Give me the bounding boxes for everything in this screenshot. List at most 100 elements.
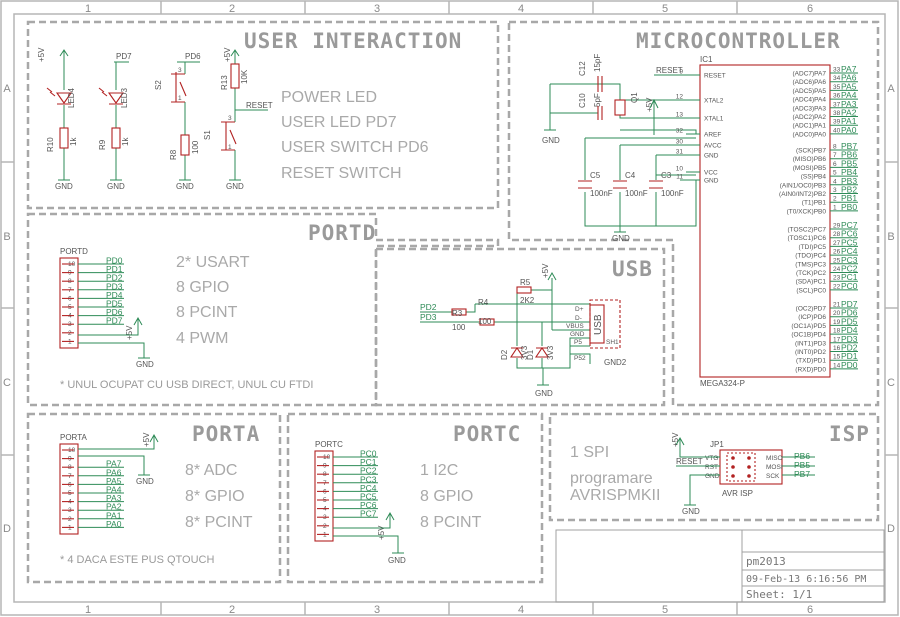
d2-value: 3V3 bbox=[520, 345, 529, 360]
ic1-right-pin-num: 37 bbox=[833, 101, 841, 108]
ic1-right-pin-net: PD7 bbox=[841, 299, 858, 309]
ic1-right-pin-net: PB5 bbox=[841, 158, 857, 168]
porta-box bbox=[26, 412, 282, 584]
ic1-right-pin-num: 35 bbox=[833, 84, 841, 91]
r8-value: 100 bbox=[191, 140, 200, 154]
r13-label: R13 bbox=[220, 75, 229, 90]
q1-label: Q1 bbox=[630, 92, 639, 103]
usb-net-pd2: PD2 bbox=[420, 302, 437, 312]
ic1-right-pin-name: (ADC4)PA4 bbox=[793, 97, 827, 104]
ic1-left-pin-name: VCC bbox=[704, 170, 718, 177]
ic1-right-pin-net: PC1 bbox=[841, 272, 858, 282]
portd-gnd: GND bbox=[136, 360, 154, 369]
isp-pin-sck: SCK bbox=[766, 473, 780, 480]
col-label-3: 3 bbox=[374, 3, 380, 15]
col-label-4: 4 bbox=[518, 3, 524, 15]
ic1-right-pin-net: PA6 bbox=[841, 73, 857, 83]
ic1-right-pin-net: PC7 bbox=[841, 220, 858, 230]
ic1-right-pin-num: 26 bbox=[833, 249, 841, 256]
header-pin-net: PD1 bbox=[106, 264, 123, 274]
ic1-right-pin-net: PA3 bbox=[841, 99, 857, 109]
header-pin-net: PA5 bbox=[106, 476, 122, 486]
ic1-right-pin-num: 5 bbox=[833, 170, 837, 177]
porta-note: * 4 DACA ESTE PUS QTOUCH bbox=[60, 554, 215, 566]
ui-line-2: USER LED PD7 bbox=[281, 114, 397, 131]
c3-label: C3 bbox=[661, 171, 672, 180]
crystal-caps: C12 15pF C10 5pF Q1 GND +5V RESET bbox=[542, 54, 697, 145]
ic1-right-pin-num: 14 bbox=[833, 362, 841, 369]
ic1-left-pin-num: 11 bbox=[676, 174, 683, 181]
ic1-right-pin-num: 8 bbox=[833, 144, 837, 151]
ic1-right-pin-name: (T0/XCK)PB0 bbox=[787, 208, 827, 215]
user-interaction-title: USER INTERACTION bbox=[244, 29, 462, 53]
ic1-left-pin-name: GND bbox=[704, 153, 719, 160]
ic1-right-pin-num: 18 bbox=[833, 328, 841, 335]
ic1-right-pin-net: PA0 bbox=[841, 125, 857, 135]
col-label-5-bottom: 5 bbox=[662, 604, 668, 616]
header-pin-net: PD2 bbox=[106, 273, 123, 283]
portc-line-1: 1 I2C bbox=[420, 462, 458, 479]
ic1-right-pin-num: 7 bbox=[833, 152, 837, 159]
ic1-right-pin-name: (ADC1)PA1 bbox=[793, 123, 827, 130]
d1-label: D1 bbox=[526, 349, 535, 360]
ic1-right-pin-net: PC4 bbox=[841, 246, 858, 256]
ic1-left-pin-num: 12 bbox=[676, 94, 684, 101]
ic1-right-pin-name: (INT0)PD2 bbox=[795, 349, 826, 356]
porta-line-3: 8* PCINT bbox=[185, 514, 253, 531]
ic1-right-pin-name: (SCK)PB7 bbox=[796, 148, 826, 155]
s2-pin-b: 1 bbox=[178, 95, 182, 102]
header-pin-net: PC6 bbox=[360, 500, 377, 510]
reset-branch: +5V R13 10K RESET 3 1 S1 GND bbox=[203, 47, 273, 191]
ic1-right-pin-net: PB4 bbox=[841, 167, 857, 177]
ic1-right-pin-net: PA4 bbox=[841, 90, 857, 100]
ic1-right-pin-net: PC6 bbox=[841, 229, 858, 239]
r3-value: 100 bbox=[452, 323, 466, 332]
row-label-b-right: B bbox=[887, 231, 894, 243]
s1-pin-a: 3 bbox=[228, 115, 232, 122]
isp-pin-rst: RST bbox=[705, 464, 718, 471]
row-label-d: D bbox=[3, 523, 11, 535]
usb-box bbox=[374, 247, 666, 407]
portd-line-3: 8 PCINT bbox=[176, 304, 238, 321]
r4-label: R4 bbox=[478, 298, 489, 307]
reset-net-label: RESET bbox=[246, 101, 273, 110]
isp-pin-mosi: MOSI bbox=[766, 464, 783, 471]
portd-line-2: 8 GPIO bbox=[176, 279, 229, 296]
portc-gnd: GND bbox=[388, 556, 406, 565]
ic1-right-pin-name: (ADC0)PA0 bbox=[793, 131, 827, 138]
ic1-right-pin-net: PB7 bbox=[841, 141, 857, 151]
portd-line-4: 4 PWM bbox=[176, 330, 228, 347]
c5-value: 100nF bbox=[590, 189, 613, 198]
led4-branch: +5V LED4 R10 1k GND bbox=[37, 47, 78, 191]
col-label-1-bottom: 1 bbox=[85, 604, 91, 616]
ic1-right-pin-name: (SS)PB4 bbox=[801, 174, 827, 181]
isp-net-pb6: PB6 bbox=[794, 451, 810, 461]
ic1-left-pin-name: XTAL1 bbox=[704, 116, 724, 123]
ic1-right-pin-net: PD0 bbox=[841, 360, 858, 370]
ic1-right-pin-num: 20 bbox=[833, 310, 841, 317]
mcu-reset-net: RESET bbox=[656, 66, 683, 75]
c3-value: 100nF bbox=[661, 189, 684, 198]
ic1-right-pin-net: PA5 bbox=[841, 81, 857, 91]
header-pin-net: PD7 bbox=[106, 316, 123, 326]
usb-gnd: GND bbox=[535, 389, 553, 398]
ic1-right-pin-num: 28 bbox=[833, 231, 841, 238]
ic1-right-pin-num: 4 bbox=[833, 178, 837, 185]
led4-vcc-label: +5V bbox=[37, 47, 46, 62]
portd-box bbox=[26, 212, 500, 407]
r13-value: 10K bbox=[240, 69, 249, 84]
portd-title: PORTD bbox=[308, 221, 376, 245]
ic1-right-pin-name: (TOSC1)PC6 bbox=[787, 235, 826, 242]
header-pin-net: PC1 bbox=[360, 457, 377, 467]
portc-header-label: PORTC bbox=[315, 440, 343, 449]
s2-net-label: PD6 bbox=[185, 52, 201, 61]
porta-header-label: PORTA bbox=[60, 433, 87, 442]
col-label-1: 1 bbox=[85, 3, 91, 15]
ic1-right-pin-net: PA7 bbox=[841, 64, 857, 74]
usb-connector-label: USB bbox=[593, 314, 604, 335]
ic1-right-pin-name: (T1)PB1 bbox=[802, 200, 827, 207]
led4-gnd: GND bbox=[55, 182, 73, 191]
ic1-right-pin-num: 24 bbox=[833, 266, 841, 273]
ic1-right-pin-net: PB0 bbox=[841, 202, 857, 212]
